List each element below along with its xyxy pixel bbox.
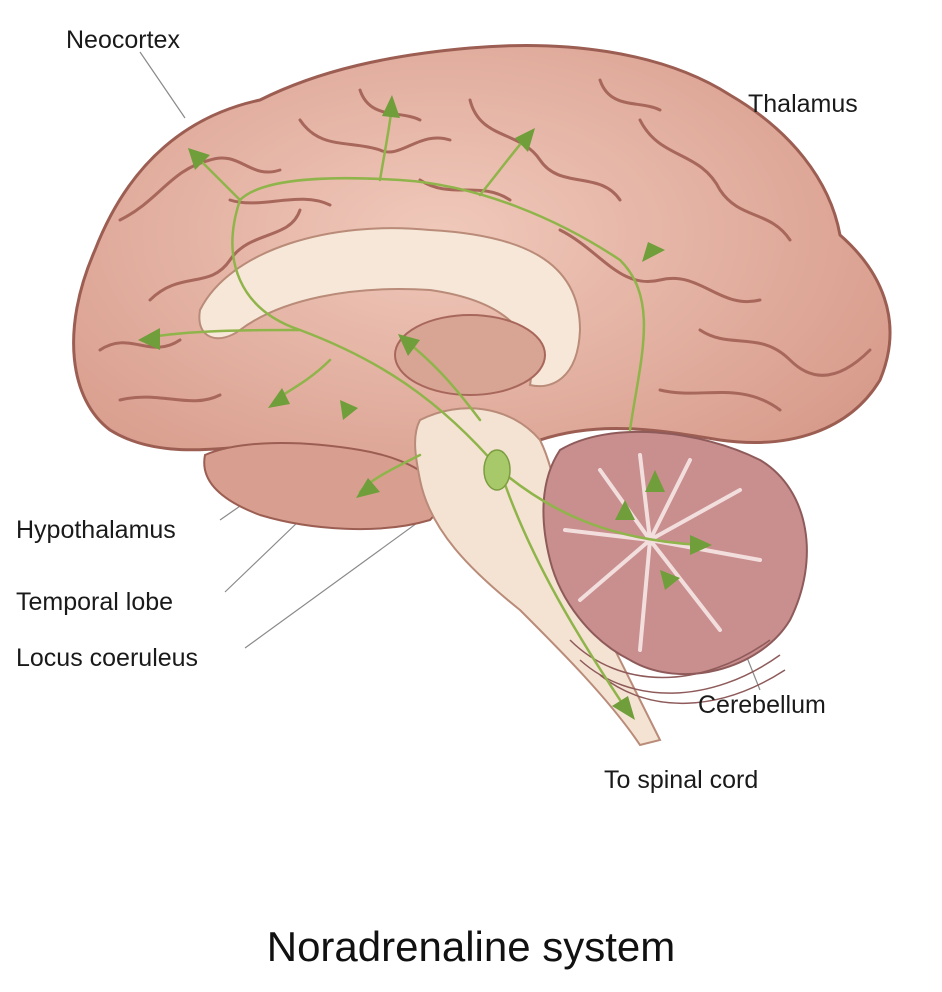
- label-thalamus: Thalamus: [748, 90, 858, 118]
- arrow-occipital: [515, 128, 535, 152]
- label-spinal-cord: To spinal cord: [604, 766, 759, 794]
- locus-coeruleus-nucleus: [483, 449, 511, 491]
- arrow-thalamus: [398, 334, 420, 356]
- thalamus-region: [394, 314, 546, 396]
- arrow-frontal-upper: [188, 148, 210, 170]
- gyri: [98, 78, 872, 412]
- label-cerebellum: Cerebellum: [698, 691, 826, 719]
- pathway-spinal: [498, 468, 632, 717]
- cerebellum: [542, 430, 808, 676]
- arrow-cerebellum-up: [615, 500, 635, 520]
- figure-caption: Noradrenaline system: [266, 923, 676, 970]
- arrow-septal: [340, 400, 358, 420]
- arrow-parietal: [382, 95, 400, 118]
- pathway-cerebellar: [498, 468, 702, 547]
- label-temporal-lobe: Temporal lobe: [16, 588, 174, 616]
- noradrenaline-pathways: [143, 103, 702, 717]
- arrow-cerebellum-top: [645, 470, 665, 492]
- arrow-posterior: [642, 242, 665, 262]
- arrow-hypothalamus: [356, 478, 380, 498]
- cerebellum-lamellae: [569, 639, 786, 705]
- arrow-cerebellum-lower: [660, 570, 680, 590]
- projection-arrows: [138, 95, 712, 720]
- label-locus-coeruleus: Locus coeruleus: [16, 644, 199, 672]
- corpus-callosum: [198, 227, 582, 388]
- arrow-temporal: [268, 388, 290, 408]
- arrow-frontal-lower: [138, 328, 160, 350]
- label-hypothalamus: Hypothalamus: [16, 516, 176, 544]
- temporal-lobe: [203, 442, 442, 531]
- leader-temporal-lobe: [224, 519, 301, 593]
- arrow-cerebellum-right: [690, 535, 712, 555]
- label-neocortex: Neocortex: [66, 26, 180, 54]
- brainstem: [414, 407, 662, 747]
- leader-neocortex: [139, 51, 186, 119]
- arrow-spinal: [612, 696, 635, 720]
- pathway-frontal: [143, 328, 302, 340]
- pathway-cortical-arc: [231, 176, 646, 472]
